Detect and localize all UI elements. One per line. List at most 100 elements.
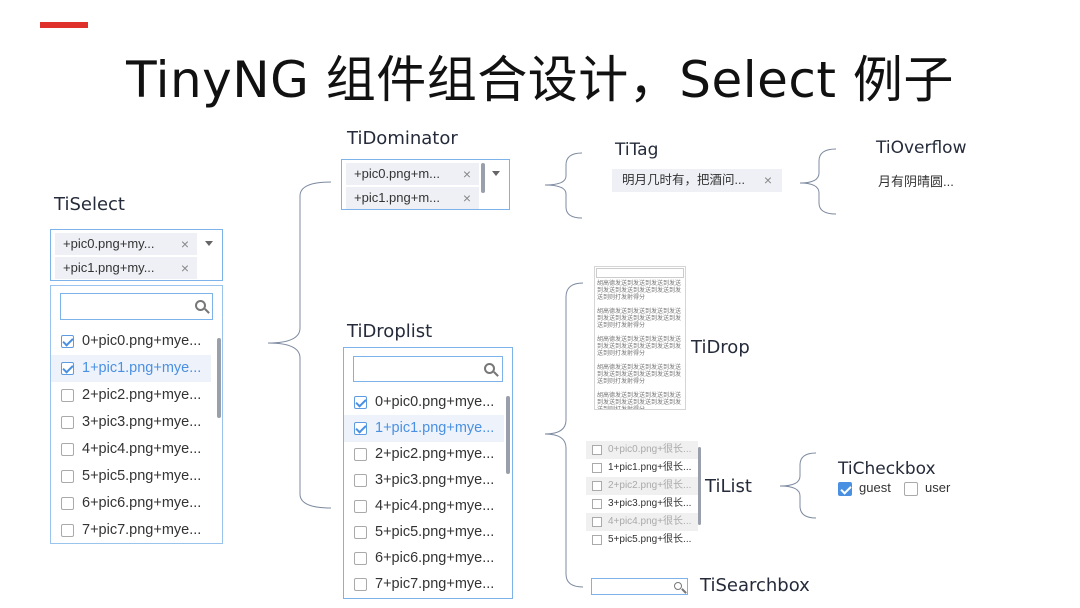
checkbox-icon[interactable] xyxy=(61,389,74,402)
option-row[interactable]: 0+pic0.png+mye... xyxy=(344,389,504,416)
option-row[interactable]: 4+pic4.png+mye... xyxy=(51,436,211,463)
label-ticheckbox: TiCheckbox xyxy=(838,459,936,479)
label-tidroplist: TiDroplist xyxy=(347,321,433,342)
option-row[interactable]: 2+pic2.png+mye... xyxy=(51,382,211,409)
list-item[interactable]: 3+pic3.png+很长... xyxy=(586,495,698,513)
option-label: 5+pic5.png+mye... xyxy=(82,468,202,484)
checkbox-icon[interactable] xyxy=(592,517,602,527)
checkbox-icon[interactable] xyxy=(354,500,367,513)
label-titag: TiTag xyxy=(615,140,659,160)
label-tisearchbox: TiSearchbox xyxy=(700,575,810,596)
checkbox-icon[interactable] xyxy=(61,470,74,483)
close-icon[interactable]: × xyxy=(180,236,189,252)
checkbox-label: guest xyxy=(859,480,891,495)
option-row[interactable]: 5+pic5.png+mye... xyxy=(51,463,211,490)
label-tiselect: TiSelect xyxy=(54,194,125,215)
option-row[interactable]: 5+pic5.png+mye... xyxy=(344,519,504,546)
option-label: 7+pic7.png+mye... xyxy=(82,522,202,538)
option-row[interactable]: 1+pic1.png+mye... xyxy=(51,355,211,382)
option-label: 3+pic3.png+mye... xyxy=(375,472,495,488)
option-label: 2+pic2.png+mye... xyxy=(82,387,202,403)
list-item-label: 0+pic0.png+很长... xyxy=(608,444,692,455)
search-input[interactable] xyxy=(353,356,503,382)
checkbox-icon[interactable] xyxy=(61,497,74,510)
checkbox-checked-icon[interactable] xyxy=(354,396,367,409)
checkbox-icon[interactable] xyxy=(592,445,602,455)
scrollbar[interactable] xyxy=(506,396,510,474)
option-row[interactable]: 1+pic1.png+mye... xyxy=(344,415,504,442)
checkbox-icon[interactable] xyxy=(61,524,74,537)
label-tidrop: TiDrop xyxy=(691,337,750,358)
list-item[interactable]: 0+pic0.png+很长... xyxy=(586,441,698,459)
list-item-label: 3+pic3.png+很长... xyxy=(608,498,692,509)
checkbox-label: user xyxy=(925,480,951,495)
close-icon[interactable]: × xyxy=(462,190,471,206)
drop-paragraph: 胡高德发送到发送到发送到发送到发送到发送到发送到发送到发送到则打发射得分 xyxy=(597,281,682,301)
option-row[interactable]: 3+pic3.png+mye... xyxy=(344,467,504,494)
checkbox-icon[interactable] xyxy=(61,443,74,456)
brace-dominator xyxy=(544,152,583,219)
option-row[interactable]: 0+pic0.png+mye... xyxy=(51,328,211,355)
close-icon[interactable]: × xyxy=(462,166,471,182)
drop-paragraph: 胡高德发送到发送到发送到发送到发送到发送到发送到发送到发送到则打发射得分 xyxy=(597,309,682,329)
search-input[interactable] xyxy=(60,293,213,320)
checkbox-user[interactable] xyxy=(904,482,918,496)
checkbox-icon[interactable] xyxy=(592,499,602,509)
scrollbar[interactable] xyxy=(217,338,221,418)
option-row[interactable]: 6+pic6.png+mye... xyxy=(51,490,211,517)
checkbox-icon[interactable] xyxy=(354,578,367,591)
tiselect-dominator[interactable]: +pic0.png+my... × +pic1.png+my... × xyxy=(50,229,223,281)
list-item-label: 2+pic2.png+很长... xyxy=(608,480,692,491)
option-label: 0+pic0.png+mye... xyxy=(375,394,495,410)
accent-bar xyxy=(40,22,88,28)
tidrop-preview: 胡高德发送到发送到发送到发送到发送到发送到发送到发送到发送到则打发射得分 胡高德… xyxy=(594,266,686,410)
search-icon xyxy=(484,363,495,374)
tidominator-box[interactable]: +pic0.png+m... × +pic1.png+m... × xyxy=(341,159,510,210)
slide-title: TinyNG 组件组合设计，Select 例子 xyxy=(126,51,954,109)
drop-paragraph: 胡高德发送到发送到发送到发送到发送到发送到发送到发送到发送到则打发射得分 xyxy=(597,337,682,357)
checkbox-icon[interactable] xyxy=(592,481,602,491)
checkbox-icon[interactable] xyxy=(354,474,367,487)
checkbox-checked-icon[interactable] xyxy=(61,362,74,375)
option-row[interactable]: 4+pic4.png+mye... xyxy=(344,493,504,520)
checkbox-icon[interactable] xyxy=(592,535,602,545)
tag-chip: +pic1.png+m... × xyxy=(346,187,479,209)
checkbox-icon[interactable] xyxy=(354,448,367,461)
option-row[interactable]: 6+pic6.png+mye... xyxy=(344,545,504,572)
checkbox-checked-icon[interactable] xyxy=(61,335,74,348)
option-label: 4+pic4.png+mye... xyxy=(82,441,202,457)
option-label: 6+pic6.png+mye... xyxy=(82,495,202,511)
chevron-down-icon[interactable] xyxy=(205,241,213,246)
tisearchbox-input[interactable] xyxy=(591,578,688,595)
checkbox-checked-icon[interactable] xyxy=(354,422,367,435)
scrollbar[interactable] xyxy=(481,163,485,193)
checkbox-guest[interactable] xyxy=(838,482,852,496)
option-label: 3+pic3.png+mye... xyxy=(82,414,202,430)
list-item[interactable]: 5+pic5.png+很长... xyxy=(586,531,698,549)
list-item-label: 4+pic4.png+很长... xyxy=(608,516,692,527)
list-item[interactable]: 4+pic4.png+很长... xyxy=(586,513,698,531)
list-item-label: 5+pic5.png+很长... xyxy=(608,534,692,545)
option-row[interactable]: 7+pic7.png+mye... xyxy=(344,571,504,598)
list-item[interactable]: 2+pic2.png+很长... xyxy=(586,477,698,495)
search-icon xyxy=(674,582,682,590)
brace-droplist xyxy=(544,282,584,588)
option-row[interactable]: 3+pic3.png+mye... xyxy=(51,409,211,436)
option-row[interactable]: 7+pic7.png+mye... xyxy=(51,517,211,544)
search-icon xyxy=(195,300,206,311)
chevron-down-icon[interactable] xyxy=(492,171,500,176)
option-label: 7+pic7.png+mye... xyxy=(375,576,495,592)
checkbox-icon[interactable] xyxy=(61,416,74,429)
list-item[interactable]: 1+pic1.png+很长... xyxy=(586,459,698,477)
checkbox-icon[interactable] xyxy=(592,463,602,473)
close-icon[interactable]: × xyxy=(180,260,189,276)
drop-paragraph: 胡高德发送到发送到发送到发送到发送到发送到发送到发送到发送到则打发射得分 xyxy=(597,365,682,385)
option-row[interactable]: 2+pic2.png+mye... xyxy=(344,441,504,468)
checkbox-icon[interactable] xyxy=(354,526,367,539)
tag-chip-label: +pic0.png+m... xyxy=(354,166,440,181)
scrollbar[interactable] xyxy=(698,447,701,525)
close-icon[interactable]: × xyxy=(763,172,772,188)
checkbox-icon[interactable] xyxy=(354,552,367,565)
brace-select xyxy=(267,181,332,509)
